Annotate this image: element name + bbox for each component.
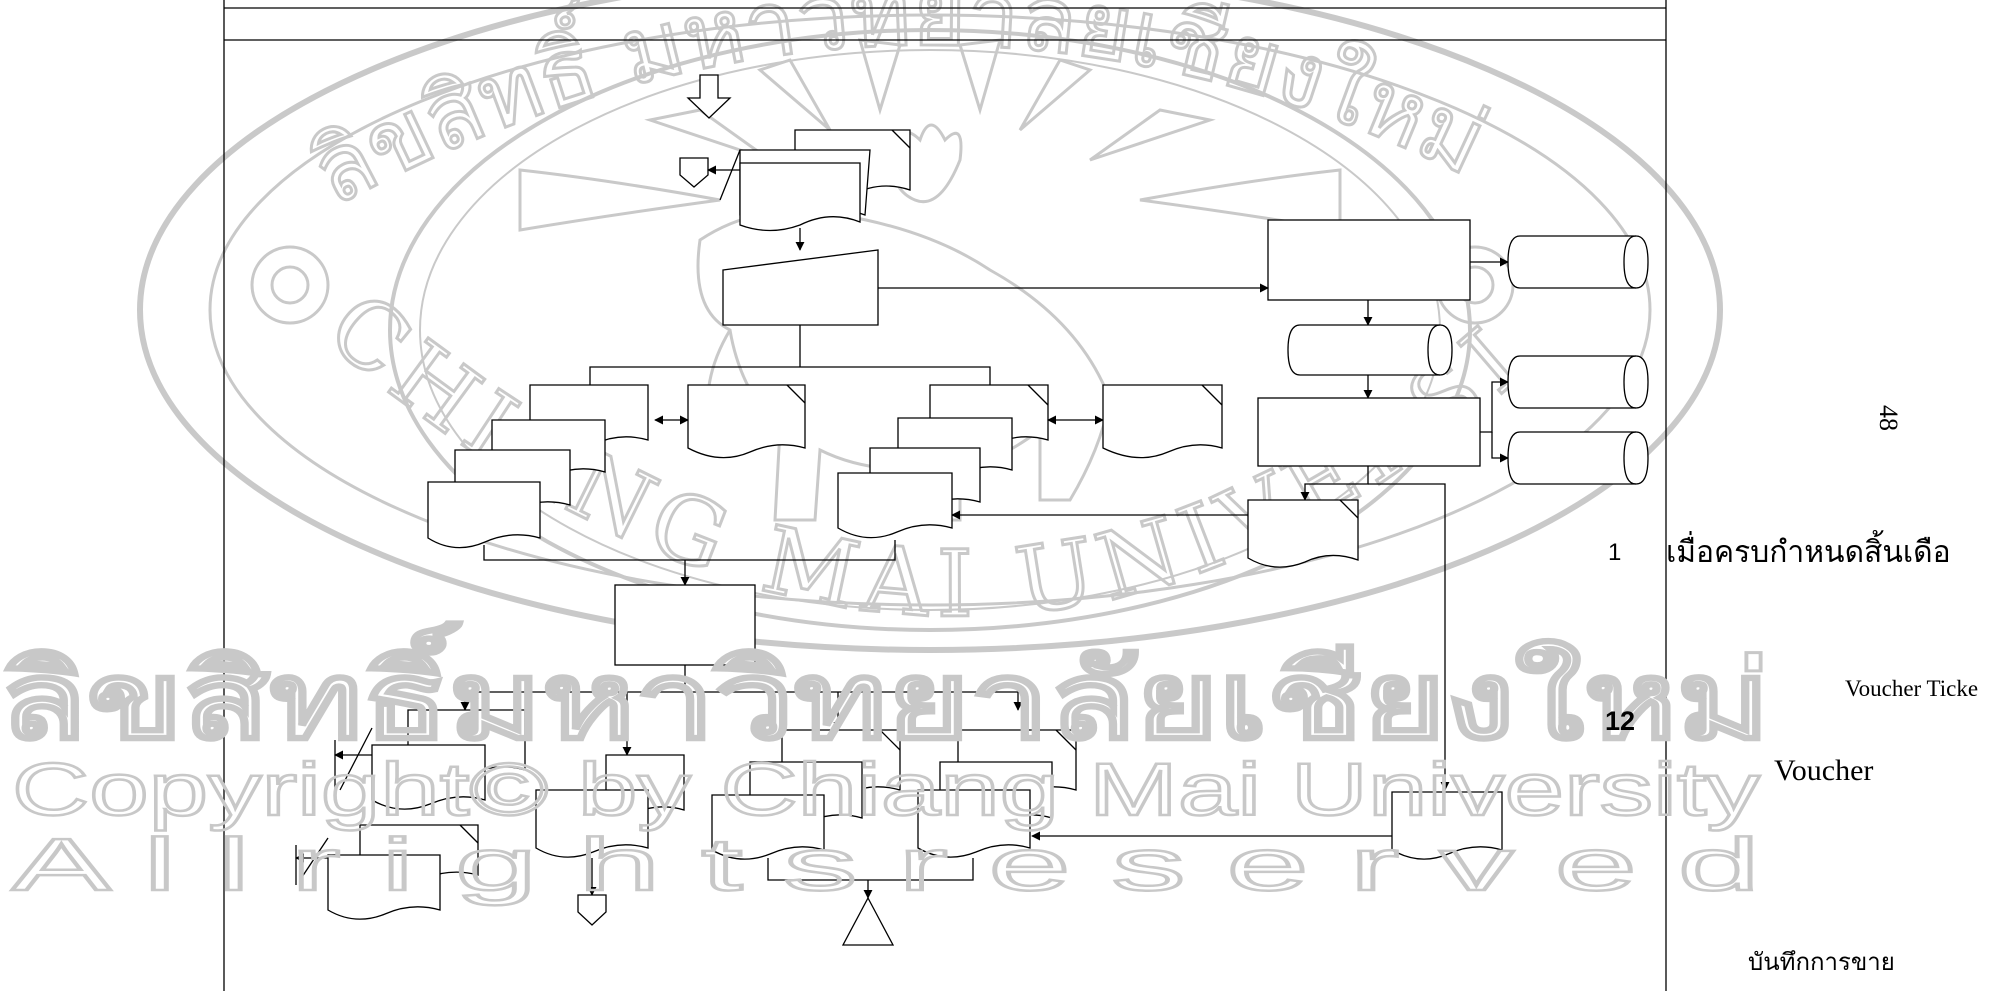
note-1-text: เมื่อครบกำหนดสิ้นเดือ	[1666, 530, 1951, 570]
document-stack-top	[740, 130, 910, 231]
offpage-connector-small	[680, 158, 708, 187]
copyright-watermark: ลิขสิทธิ์มหาวิทยาลัยเชียงใหม่ Copyright©…	[0, 621, 1770, 906]
note-12-number: 12	[1605, 706, 1635, 736]
voucher-label: Voucher	[1774, 754, 1873, 787]
master-file-disk-3	[1508, 432, 1648, 484]
master-file-disk-1	[1508, 236, 1648, 288]
manual-input	[723, 250, 878, 325]
data-disk-middle	[1288, 325, 1452, 375]
document-left-single	[688, 385, 805, 458]
note-1-number: 1	[1608, 539, 1621, 566]
document-right-output	[1248, 500, 1358, 567]
process-box-right-top	[1268, 220, 1470, 300]
watermark-line-copyright: Copyright© by Chiang Mai University	[12, 748, 1760, 831]
process-box-right-middle	[1258, 398, 1480, 466]
sales-record-label: บันทึกการขาย	[1748, 948, 1895, 976]
document-middle-single	[1103, 385, 1222, 458]
watermark-line-thai: ลิขสิทธิ์มหาวิทยาลัยเชียงใหม่	[0, 621, 1770, 764]
watermark-line-rights: A l l r i g h t s r e s e r v e d	[12, 823, 1760, 906]
page-number: 48	[1874, 405, 1903, 431]
master-file-disk-2	[1508, 356, 1648, 408]
voucher-ticket-label: Voucher Ticke	[1845, 676, 1978, 701]
